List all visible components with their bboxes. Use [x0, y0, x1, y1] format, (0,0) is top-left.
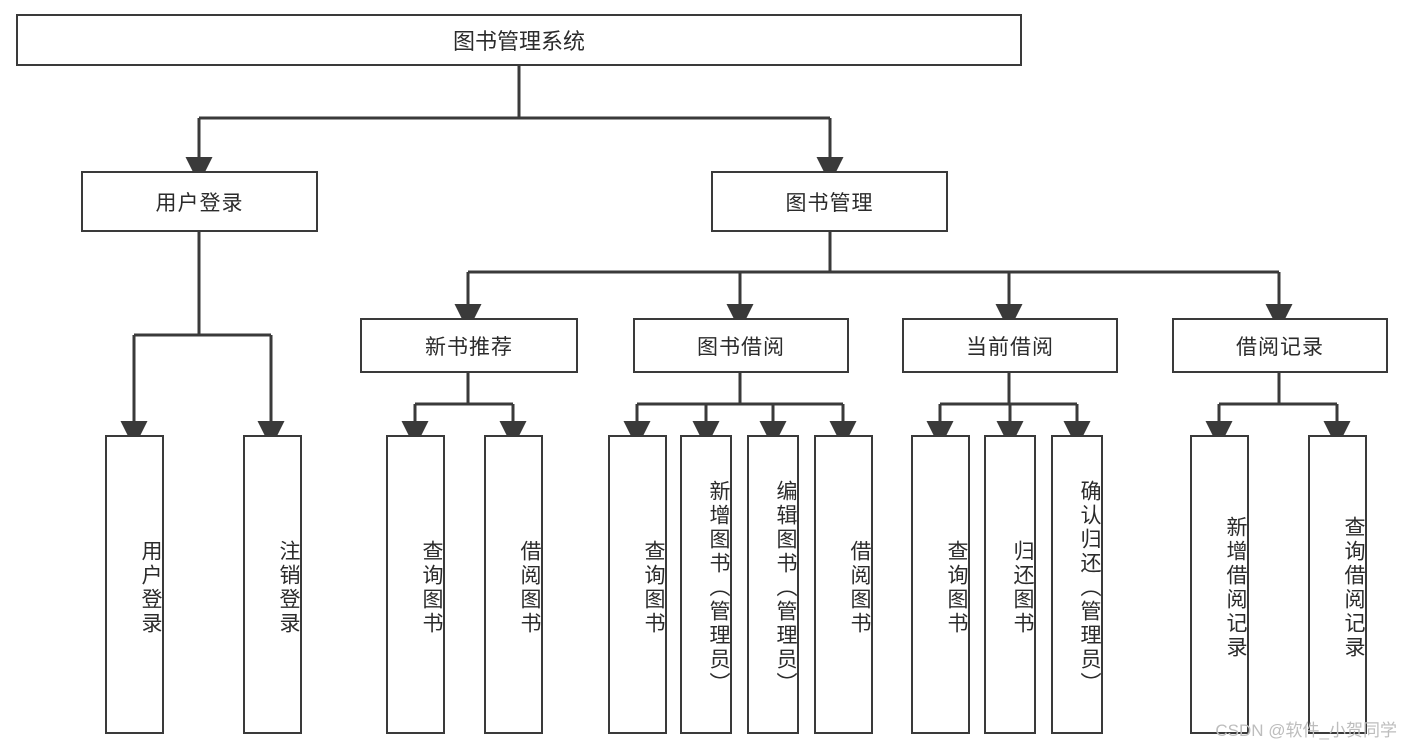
leaf-query-book-borrow[interactable]: 查询图书 [608, 435, 667, 734]
leaf-query-book-borrow-label: 查询图书 [642, 539, 665, 636]
leaf-logout[interactable]: 注销登录 [243, 435, 302, 734]
node-current-borrow-label: 当前借阅 [966, 335, 1054, 359]
leaf-add-borrow-record-label: 新增借阅记录 [1224, 515, 1247, 660]
leaf-add-book-admin[interactable]: 新增图书（管理员） [680, 435, 732, 734]
node-user-login[interactable]: 用户登录 [81, 171, 318, 232]
leaf-query-borrow-record[interactable]: 查询借阅记录 [1308, 435, 1367, 734]
node-borrow-record[interactable]: 借阅记录 [1172, 318, 1388, 373]
leaf-user-login[interactable]: 用户登录 [105, 435, 164, 734]
leaf-borrow-book-label: 借阅图书 [848, 539, 871, 636]
leaf-edit-book-admin-label: 编辑图书（管理员） [774, 479, 797, 696]
node-current-borrow[interactable]: 当前借阅 [902, 318, 1118, 373]
leaf-return-book[interactable]: 归还图书 [984, 435, 1036, 734]
leaf-borrow-book-recommend-label: 借阅图书 [518, 539, 541, 636]
node-book-borrow[interactable]: 图书借阅 [633, 318, 849, 373]
node-new-book-recommend-label: 新书推荐 [425, 335, 513, 359]
leaf-query-book-recommend-label: 查询图书 [420, 539, 443, 636]
node-user-login-label: 用户登录 [155, 191, 244, 215]
leaf-borrow-book-recommend[interactable]: 借阅图书 [484, 435, 543, 734]
leaf-confirm-return-admin-label: 确认归还（管理员） [1078, 479, 1101, 696]
node-book-management[interactable]: 图书管理 [711, 171, 948, 232]
leaf-confirm-return-admin[interactable]: 确认归还（管理员） [1051, 435, 1103, 734]
leaf-query-borrow-record-label: 查询借阅记录 [1342, 515, 1365, 660]
node-new-book-recommend[interactable]: 新书推荐 [360, 318, 578, 373]
leaf-borrow-book[interactable]: 借阅图书 [814, 435, 873, 734]
node-book-borrow-label: 图书借阅 [697, 335, 785, 359]
leaf-query-book-current-label: 查询图书 [945, 539, 968, 636]
leaf-add-book-admin-label: 新增图书（管理员） [707, 479, 730, 696]
leaf-query-book-recommend[interactable]: 查询图书 [386, 435, 445, 734]
leaf-logout-label: 注销登录 [277, 539, 300, 636]
leaf-edit-book-admin[interactable]: 编辑图书（管理员） [747, 435, 799, 734]
node-book-management-label: 图书管理 [785, 191, 874, 215]
node-root[interactable]: 图书管理系统 [16, 14, 1022, 66]
leaf-query-book-current[interactable]: 查询图书 [911, 435, 970, 734]
leaf-return-book-label: 归还图书 [1011, 539, 1034, 636]
watermark-text: CSDN @软件_小贺同学 [1215, 721, 1397, 740]
node-borrow-record-label: 借阅记录 [1236, 335, 1324, 359]
leaf-add-borrow-record[interactable]: 新增借阅记录 [1190, 435, 1249, 734]
leaf-user-login-label: 用户登录 [139, 539, 162, 636]
node-root-label: 图书管理系统 [452, 29, 585, 54]
